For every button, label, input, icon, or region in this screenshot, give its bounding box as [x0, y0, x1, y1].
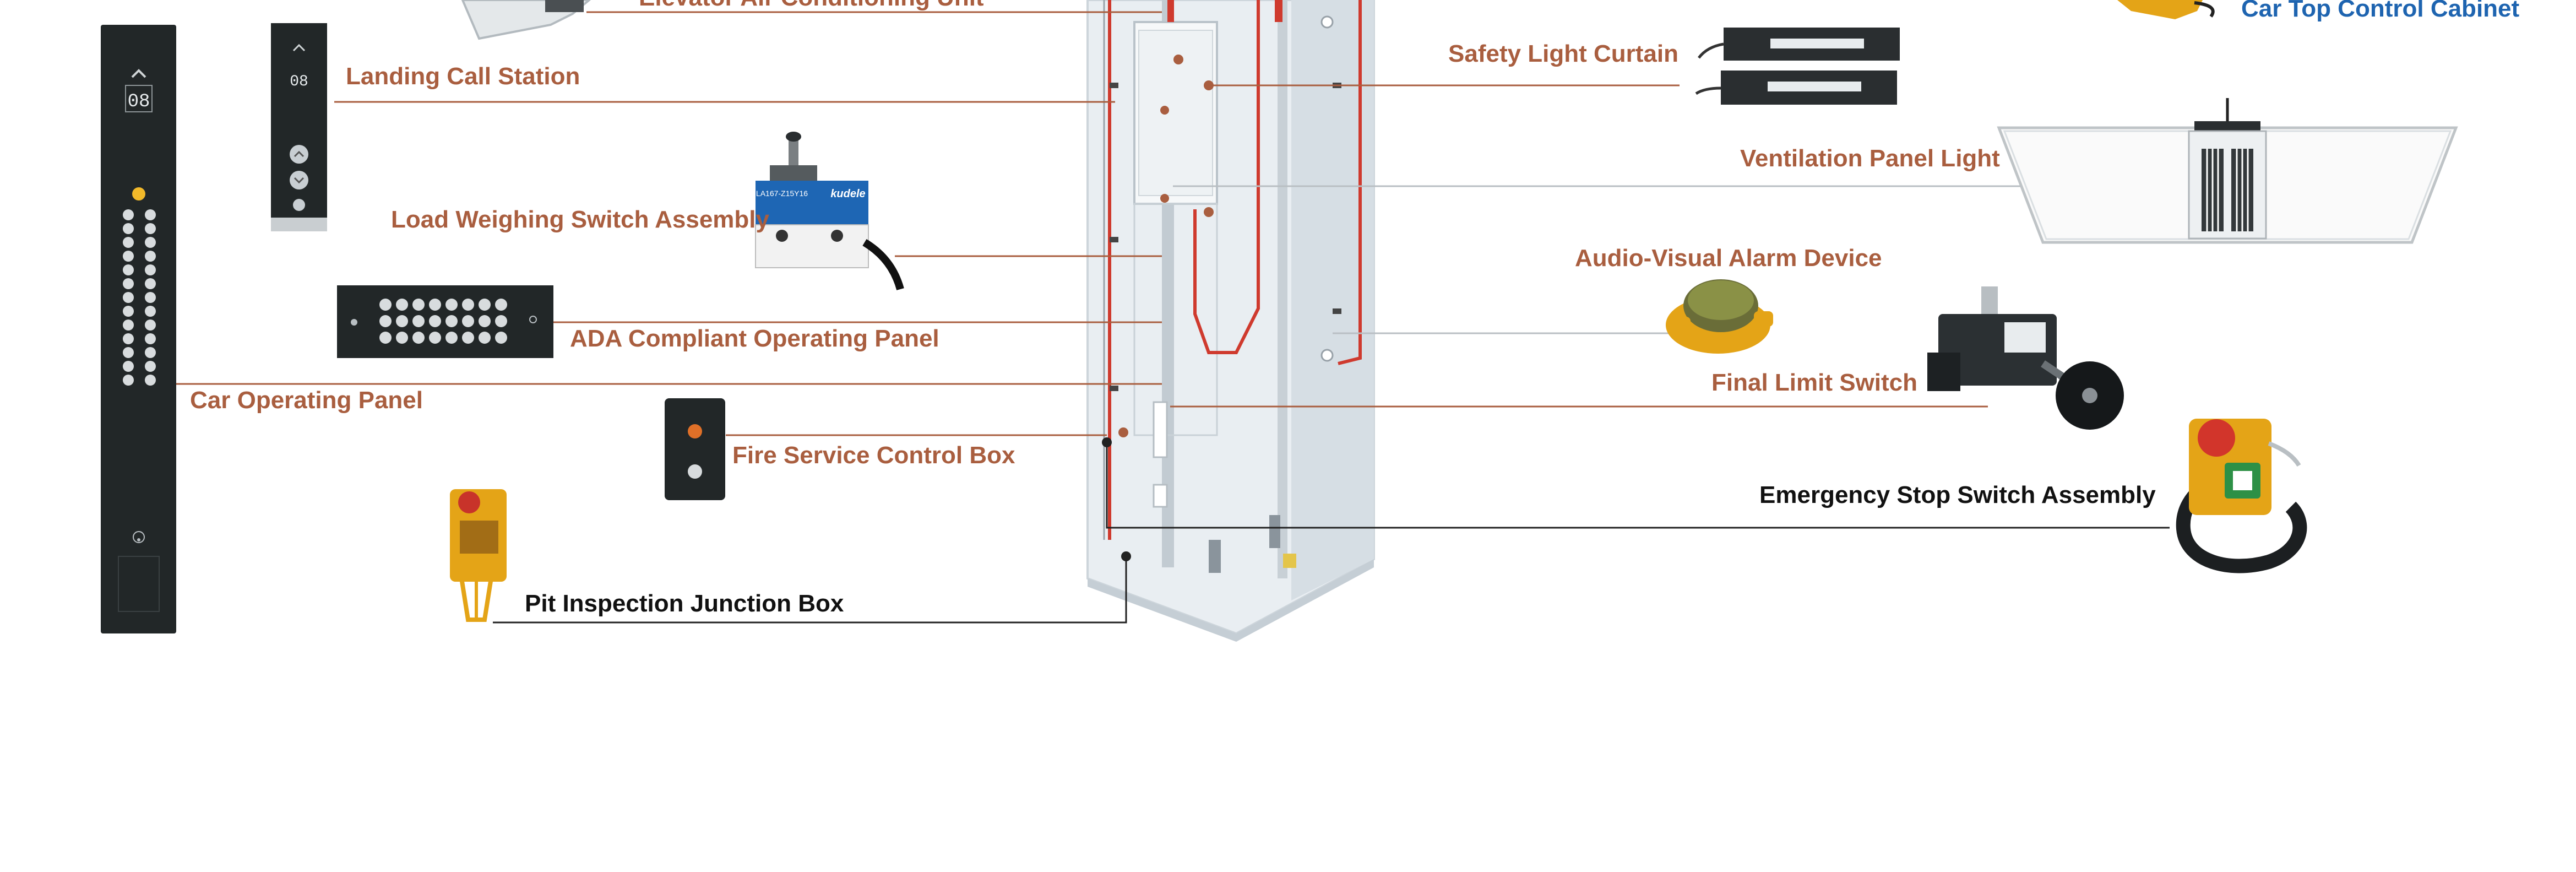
cop-button: [145, 361, 156, 372]
cop-button: [145, 251, 156, 262]
ventilation-panel-light: [1997, 98, 2458, 244]
elevator-shaft: [1086, 0, 1375, 642]
ada-button: [445, 315, 458, 327]
leader-estop: [1106, 443, 2170, 529]
car-top-cabinet: [2117, 0, 2215, 19]
elevator-ac-unit: [461, 0, 591, 40]
ada-button: [479, 332, 491, 344]
label-load-weighing: Load Weighing Switch Assembly: [391, 206, 769, 233]
ada-button: [396, 299, 408, 311]
cop-button: [145, 209, 156, 220]
ada-button: [396, 315, 408, 327]
label-elevator-ac: Elevator Air Conditioning Unit: [639, 0, 984, 10]
ada-button: [412, 332, 425, 344]
cop-button: [145, 347, 156, 358]
cop-button: [123, 319, 134, 331]
cop-display: 08: [128, 91, 150, 112]
label-fire-box: Fire Service Control Box: [732, 442, 1015, 469]
load-weighing-switch: kudele LA167-Z15Y16: [755, 132, 904, 290]
landing-call-station: 08: [271, 23, 327, 231]
cop-button: [145, 306, 156, 317]
cop-button: [145, 292, 156, 303]
cop-button: [123, 292, 134, 303]
cop-button: [123, 306, 134, 317]
ada-button: [379, 332, 392, 344]
label-ada-panel: ADA Compliant Operating Panel: [570, 325, 939, 352]
cop-button: [123, 361, 134, 372]
ada-button: [429, 315, 441, 327]
cop-button: [145, 264, 156, 275]
ada-button: [462, 315, 474, 327]
cop-button: [123, 278, 134, 289]
cop-button: [123, 375, 134, 386]
cop-button: [145, 278, 156, 289]
cop-button: [123, 223, 134, 234]
cop-button-grid: [123, 209, 156, 386]
cop-button: [123, 333, 134, 344]
cop-button: [123, 251, 134, 262]
ada-button: [379, 315, 392, 327]
safety-light-curtain: [1695, 28, 1900, 105]
ada-button: [495, 299, 507, 311]
label-landing-call: Landing Call Station: [346, 63, 580, 90]
final-limit-switch: [1927, 286, 2124, 430]
cop-button: [123, 264, 134, 275]
leader-dots: [1102, 55, 1214, 561]
ada-button: [495, 332, 507, 344]
cop-button: [145, 223, 156, 234]
audio-visual-alarm: [1666, 279, 1773, 354]
cop-button: [145, 237, 156, 248]
switch-model: LA167-Z15Y16: [756, 189, 808, 198]
label-estop: Emergency Stop Switch Assembly: [1759, 481, 2156, 508]
emergency-stop-switch: [2176, 419, 2307, 573]
ada-button: [445, 332, 458, 344]
label-safety-curtain: Safety Light Curtain: [1448, 40, 1679, 67]
ada-operating-panel: [337, 285, 553, 358]
fire-service-box: [665, 398, 725, 500]
label-ventilation: Ventilation Panel Light: [1740, 145, 2000, 172]
ada-button: [429, 299, 441, 311]
cop-button: [123, 237, 134, 248]
ada-button: [412, 299, 425, 311]
leader-pit: [493, 556, 1127, 624]
label-cop: Car Operating Panel: [190, 387, 423, 414]
landing-display: 08: [290, 73, 308, 90]
ada-button: [495, 315, 507, 327]
cop-button: [123, 209, 134, 220]
label-final-limit: Final Limit Switch: [1711, 369, 1918, 396]
ada-button: [412, 315, 425, 327]
pit-junction-box: [450, 489, 507, 622]
ada-button: [445, 299, 458, 311]
leader-lines: [176, 11, 2170, 624]
ada-button: [462, 332, 474, 344]
ada-button: [479, 315, 491, 327]
ada-button: [462, 299, 474, 311]
cop-button: [145, 319, 156, 331]
ada-button: [429, 332, 441, 344]
ada-button: [479, 299, 491, 311]
cop-button: [145, 375, 156, 386]
label-car-top-cabinet: Car Top Control Cabinet: [2241, 0, 2520, 22]
ada-button: [379, 299, 392, 311]
cop-button: [145, 333, 156, 344]
ada-button: [396, 332, 408, 344]
cop-button: [123, 347, 134, 358]
label-alarm: Audio-Visual Alarm Device: [1575, 245, 1882, 272]
label-pit-box: Pit Inspection Junction Box: [525, 590, 844, 617]
car-operating-panel: 08: [101, 25, 176, 633]
switch-brand: kudele: [830, 188, 865, 200]
